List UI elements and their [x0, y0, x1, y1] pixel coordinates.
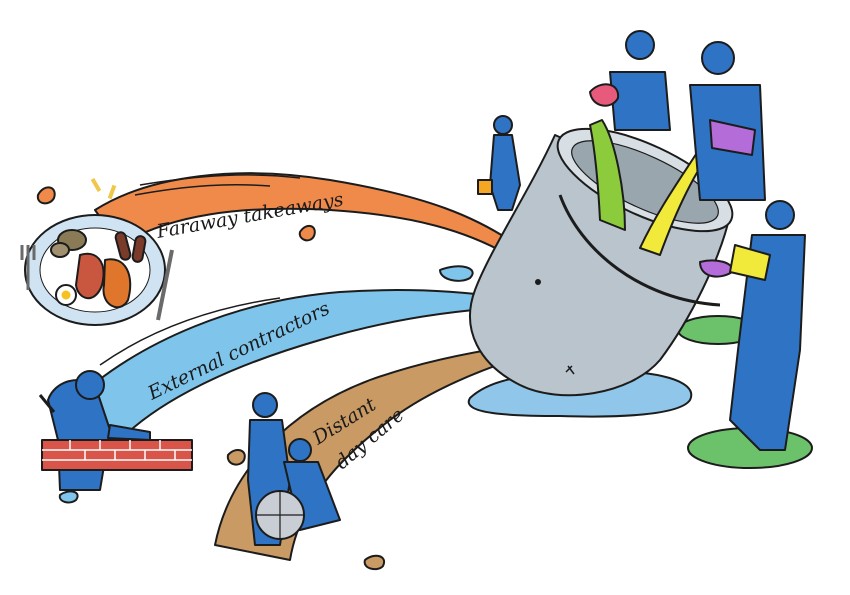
- people-pouring-icon: [477, 30, 806, 451]
- plate-of-food-icon: [20, 177, 174, 326]
- purple-paint-pour: [699, 259, 734, 278]
- bricklayer-icon: [38, 370, 193, 491]
- green-paint-pour: [589, 119, 626, 231]
- orange-stream: Faraway takeaways: [36, 172, 531, 263]
- wheelchair-carer-icon: [247, 392, 341, 546]
